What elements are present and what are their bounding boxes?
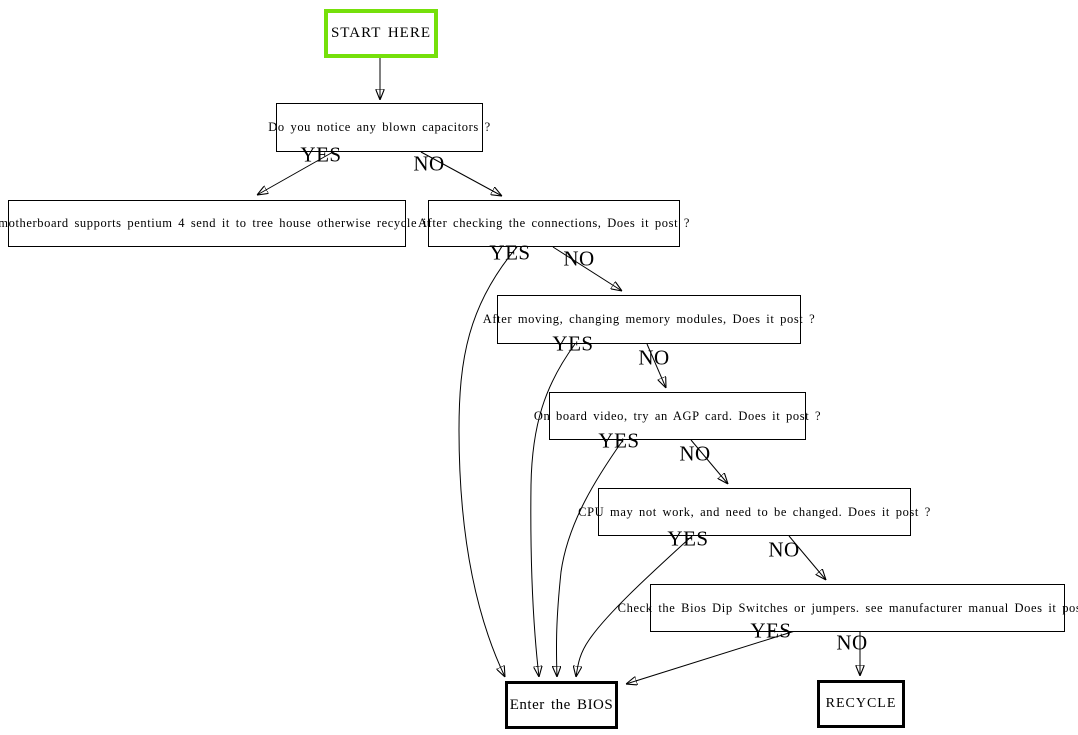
- node-dip-switches-label: Check the Bios Dip Switches or jumpers. …: [617, 600, 1078, 615]
- node-cpu-change-label: CPU may not work, and need to be changed…: [578, 504, 931, 519]
- edge-label-video-no: NO: [679, 441, 711, 466]
- node-blown-capacitors-label: Do you notice any blown capacitors ?: [268, 120, 491, 134]
- node-dip-switches-question: Check the Bios Dip Switches or jumpers. …: [618, 584, 1078, 632]
- node-enter-bios: Enter the BIOS: [505, 681, 618, 729]
- node-recycle: RECYCLE: [817, 680, 905, 728]
- node-start-here: START HERE: [324, 9, 438, 58]
- node-memory-modules-label: After moving, changing memory modules, D…: [482, 312, 816, 326]
- edge-connections-yes-to-bios: [458, 246, 518, 677]
- edge-label-capacitors-yes: YES: [300, 142, 342, 167]
- edge-memory-no-to-video: [646, 343, 666, 388]
- node-blown-capacitors-question: Do you notice any blown capacitors ?: [268, 103, 490, 152]
- edge-video-yes-to-bios: [556, 439, 624, 677]
- edge-cpu-no-to-dip: [788, 535, 826, 580]
- edge-label-memory-yes: YES: [552, 331, 594, 356]
- node-pentium4-advice-label: If motherboard supports pentium 4 send i…: [0, 216, 431, 230]
- edge-memory-yes-to-bios: [530, 343, 576, 677]
- edge-label-dip-yes: YES: [750, 618, 792, 643]
- edge-label-capacitors-no: NO: [413, 151, 445, 176]
- edge-label-cpu-no: NO: [768, 537, 800, 562]
- node-check-connections-question: After checking the connections, Does it …: [418, 200, 689, 247]
- edge-label-connections-yes: YES: [489, 240, 531, 265]
- edge-label-connections-no: NO: [563, 246, 595, 271]
- node-recycle-label: RECYCLE: [825, 696, 897, 711]
- node-memory-modules-question: After moving, changing memory modules, D…: [483, 295, 815, 344]
- node-pentium4-advice: If motherboard supports pentium 4 send i…: [0, 200, 430, 247]
- node-cpu-change-question: CPU may not work, and need to be changed…: [578, 488, 930, 536]
- edge-label-dip-no: NO: [836, 630, 868, 655]
- node-start-here-label: START HERE: [330, 25, 432, 41]
- node-enter-bios-label: Enter the BIOS: [509, 696, 614, 713]
- edge-dip-yes-to-bios: [626, 630, 796, 684]
- edge-capacitors-yes-to-advice: [257, 151, 334, 195]
- edge-cpu-yes-to-bios: [576, 535, 693, 677]
- edge-capacitors-no-to-connections: [420, 151, 502, 196]
- edge-connections-no-to-memory: [552, 246, 622, 291]
- edge-label-cpu-yes: YES: [667, 526, 709, 551]
- node-agp-video-label: On board video, try an AGP card. Does it…: [533, 408, 822, 423]
- node-check-connections-label: After checking the connections, Does it …: [417, 216, 691, 230]
- node-agp-video-question: On board video, try an AGP card. Does it…: [534, 392, 821, 440]
- edge-video-no-to-cpu: [690, 439, 728, 484]
- edge-label-memory-no: NO: [638, 345, 670, 370]
- edge-label-video-yes: YES: [598, 428, 640, 453]
